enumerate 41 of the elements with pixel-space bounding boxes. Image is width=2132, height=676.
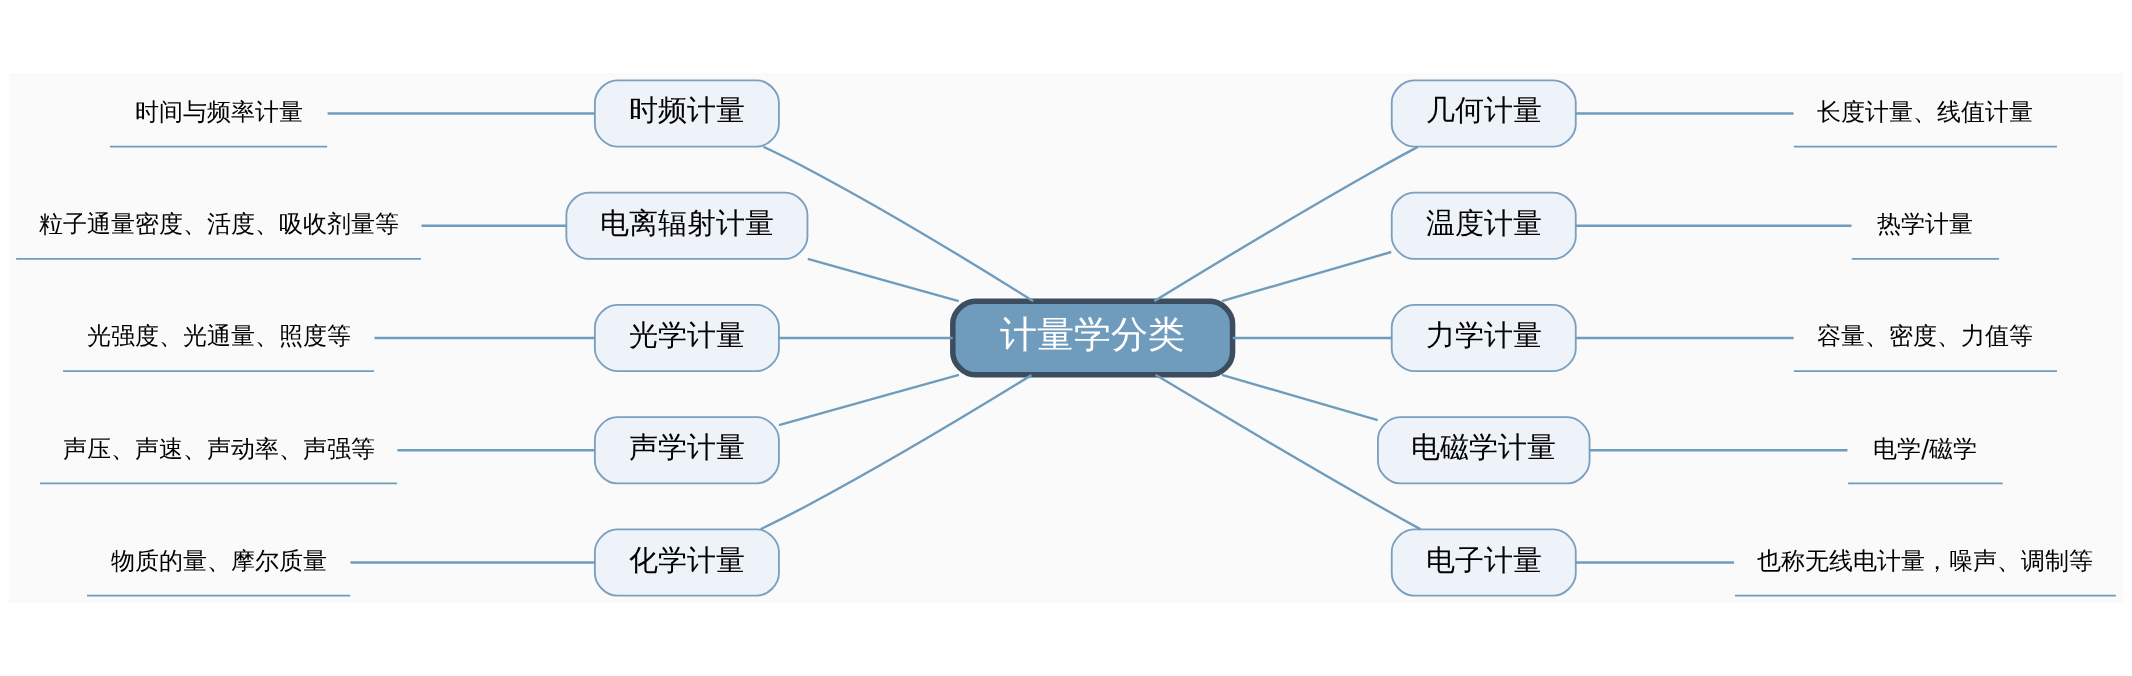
node-box: 声学计量 — [593, 416, 780, 485]
node-text: 电学/磁学 — [1873, 434, 1978, 463]
connector — [350, 561, 595, 564]
node-text: 粒子通量密度、活度、吸收剂量等 — [38, 210, 399, 238]
node-box: 化学计量 — [593, 528, 780, 597]
node-text: 容量、密度、力值等 — [1817, 322, 2034, 351]
connector — [1153, 145, 1419, 303]
connector — [1575, 561, 1735, 564]
node-box: 计量学分类 — [950, 298, 1236, 378]
connector — [397, 449, 595, 452]
node-text: 光强度、光通量、照度等 — [86, 322, 351, 351]
connector — [1575, 112, 1794, 115]
connector — [1221, 250, 1392, 303]
node-text: 热学计量 — [1877, 210, 1974, 238]
node-box: 几何计量 — [1390, 79, 1577, 148]
connector — [779, 336, 953, 340]
connector — [327, 112, 595, 115]
connector — [778, 373, 960, 427]
connector — [1575, 336, 1794, 340]
node-text: 物质的量、摩尔质量 — [110, 546, 327, 575]
node-box: 力学计量 — [1390, 303, 1577, 373]
connector — [1221, 373, 1379, 422]
node-box: 时频计量 — [593, 79, 780, 148]
node-box: 电磁学计量 — [1377, 416, 1591, 485]
node-box: 电子计量 — [1390, 528, 1577, 597]
connector — [762, 145, 1034, 303]
connector — [421, 224, 567, 227]
connector — [374, 336, 595, 340]
node-text: 长度计量、线值计量 — [1817, 97, 2034, 126]
connector — [1232, 336, 1392, 340]
node-box: 电离辐射计量 — [565, 191, 809, 260]
node-box: 光学计量 — [593, 303, 780, 373]
node-text: 时间与频率计量 — [134, 97, 303, 126]
connector — [1575, 224, 1852, 227]
connector — [807, 257, 960, 303]
connector — [760, 374, 1033, 531]
node-box: 温度计量 — [1390, 191, 1577, 260]
node-text: 声压、声速、声动率、声强等 — [62, 434, 375, 463]
connector — [1589, 449, 1848, 452]
connector — [1154, 373, 1422, 531]
node-text: 也称无线电计量，噪声、调制等 — [1757, 546, 2094, 575]
